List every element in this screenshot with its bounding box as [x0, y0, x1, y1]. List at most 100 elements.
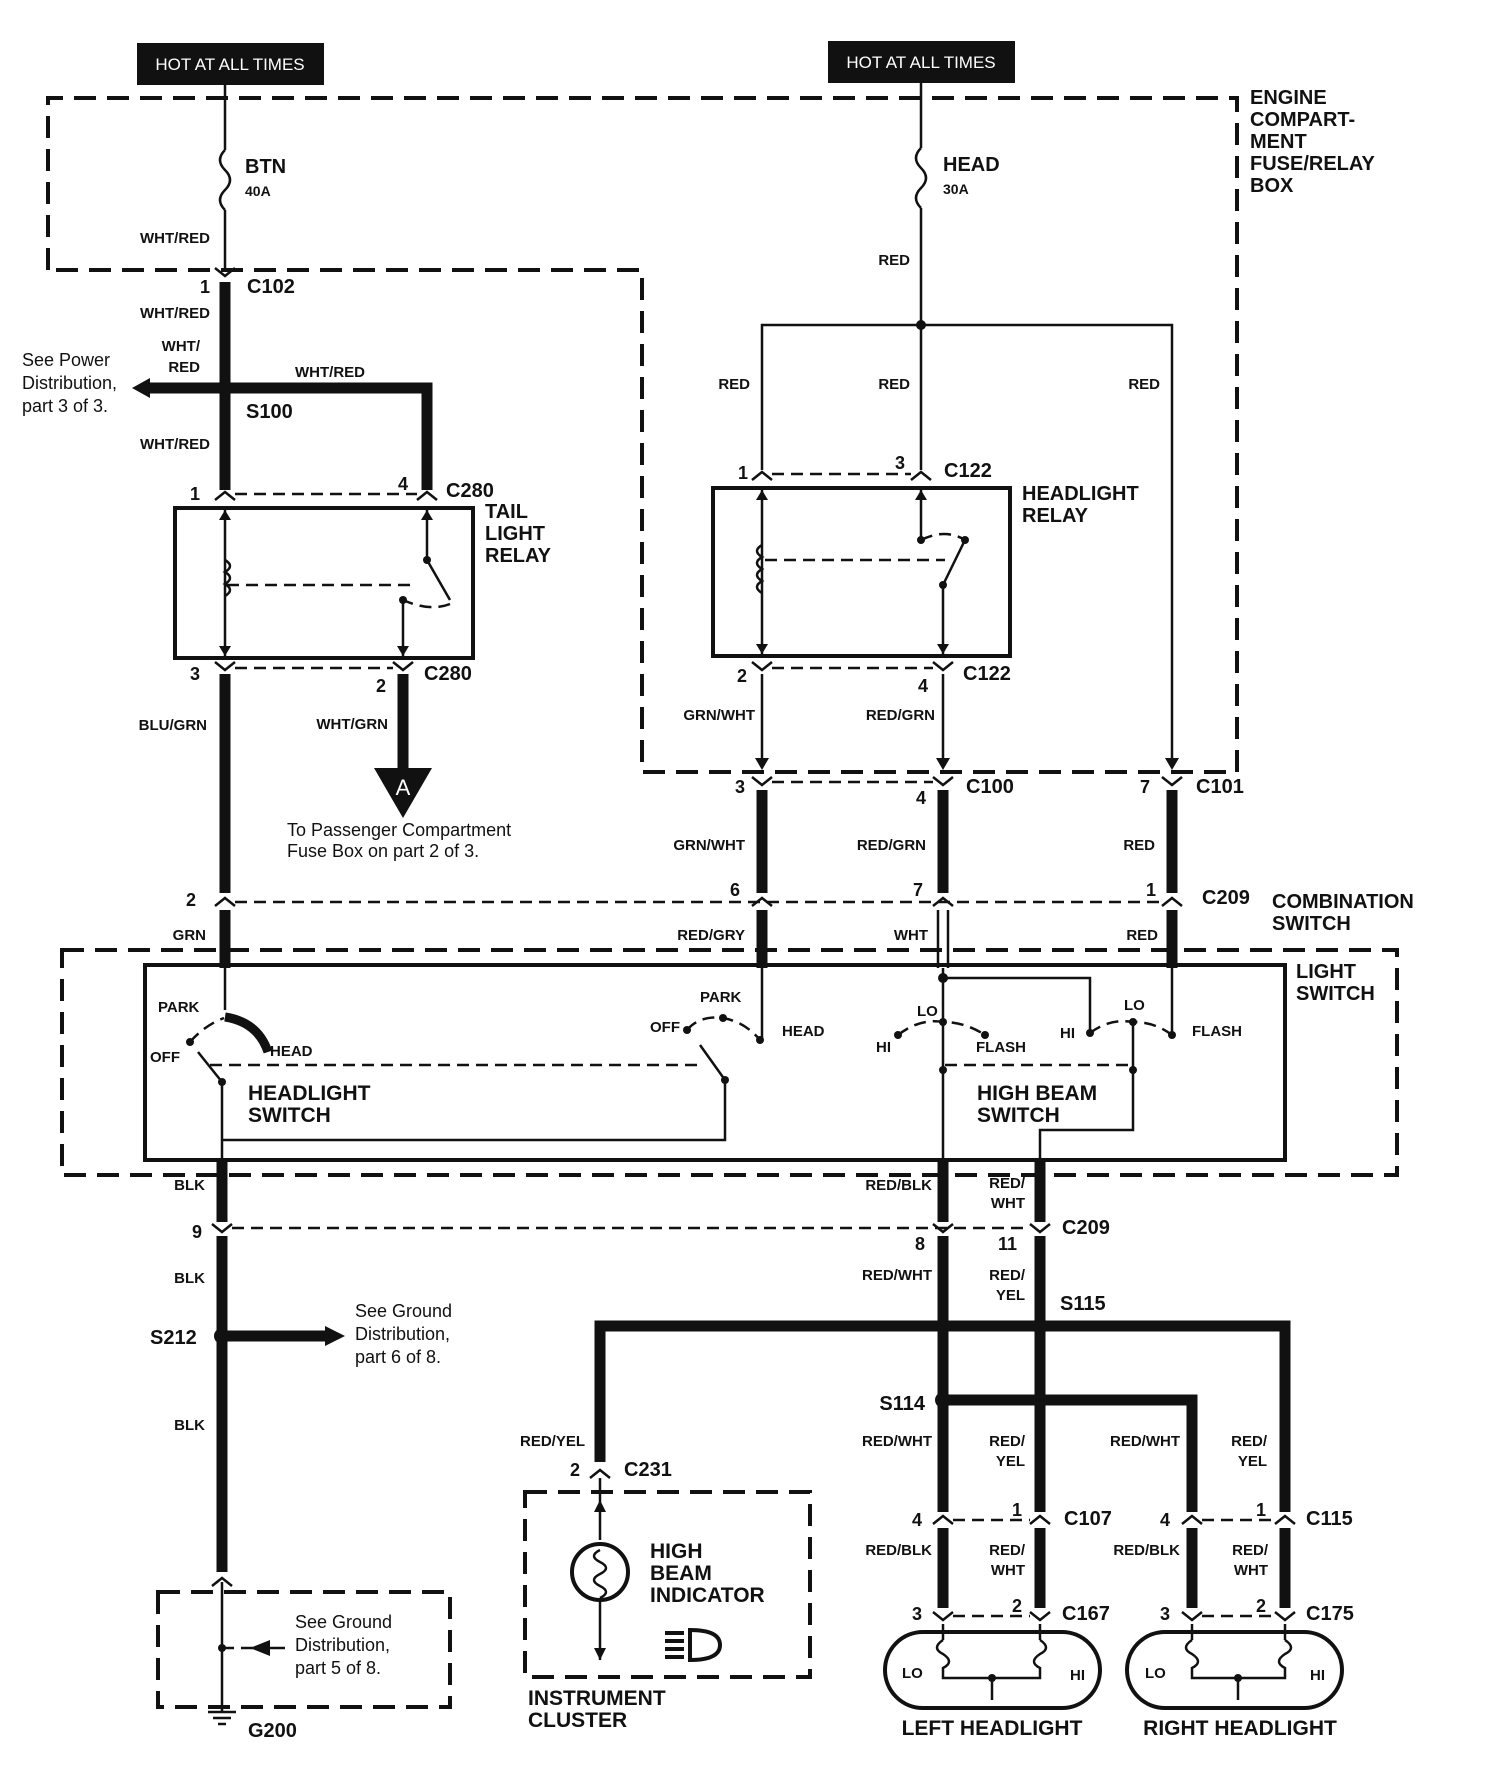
- connector-icon: [1161, 896, 1183, 907]
- relay-link-dashline: [920, 532, 966, 542]
- pin-number: 1: [190, 484, 200, 504]
- wire-label: RED/BLK: [1113, 1542, 1180, 1559]
- svg-text:INSTRUMENT: INSTRUMENT: [528, 1687, 666, 1710]
- s115-label: S115: [1060, 1293, 1106, 1315]
- pin-number: 1: [1146, 880, 1156, 900]
- switch-label: PARK: [700, 989, 742, 1006]
- g200-label: G200: [248, 1720, 297, 1742]
- wire-label: RED/WHT: [862, 1267, 932, 1284]
- wire-label: WHT/GRN: [316, 716, 388, 733]
- ground-distribution-note-6: See Ground Distribution, part 6 of 8.: [355, 1301, 452, 1367]
- coil-icon: [222, 558, 232, 598]
- arrow-up-icon: [421, 510, 433, 520]
- red-distribution-wire: [760, 323, 1174, 762]
- wire-label: BLK: [174, 1270, 205, 1287]
- bulb-filament-icon: [592, 1548, 608, 1600]
- pin-number: 4: [1160, 1510, 1170, 1530]
- wire-label: RED: [878, 376, 910, 393]
- coil-icon: [755, 543, 765, 595]
- switch-return-wire: [222, 1080, 727, 1142]
- switch-position-dashline: [189, 1016, 225, 1043]
- connector-icon: [751, 661, 773, 672]
- marker-a-letter: A: [396, 775, 411, 800]
- svg-text:Distribution,: Distribution,: [22, 373, 117, 393]
- c115-label: C115: [1306, 1508, 1353, 1530]
- svg-text:To Passenger Compartment: To Passenger Compartment: [287, 820, 511, 840]
- svg-text:Distribution,: Distribution,: [295, 1635, 390, 1655]
- headlight-switch-arm-2: [698, 1044, 727, 1081]
- headlight-switch-contact-arc: [224, 1012, 273, 1054]
- switch-label: HI: [1060, 1025, 1075, 1042]
- wire-label: RED/GRN: [857, 837, 926, 854]
- connector-icon: [932, 776, 954, 787]
- svg-text:LIGHT: LIGHT: [1296, 961, 1356, 983]
- pin-number: 3: [912, 1604, 922, 1624]
- wire-label: RED: [878, 252, 910, 269]
- svg-text:See Power: See Power: [22, 350, 110, 370]
- svg-text:part 6 of 8.: part 6 of 8.: [355, 1347, 441, 1367]
- pin-number: 1: [1012, 1500, 1022, 1520]
- hi-filament-label: HI: [1310, 1667, 1325, 1684]
- arrow-down-icon: [594, 1648, 606, 1660]
- high-beam-indicator-label: HIGH BEAM INDICATOR: [650, 1540, 765, 1607]
- switch-label: OFF: [150, 1049, 180, 1066]
- connector-icon: [211, 1576, 233, 1587]
- hot-banner-left-text: HOT AT ALL TIMES: [155, 55, 304, 74]
- wire-label: BLU/GRN: [139, 717, 207, 734]
- pin-number: 7: [1140, 777, 1150, 797]
- svg-text:CLUSTER: CLUSTER: [528, 1709, 627, 1732]
- switch-label: PARK: [158, 999, 200, 1016]
- pin-number: 9: [192, 1222, 202, 1242]
- c175-label: C175: [1306, 1603, 1354, 1625]
- wire-label: RED: [1128, 376, 1160, 393]
- lo-filament-label: LO: [1145, 1665, 1166, 1682]
- connector-icon: [1029, 1223, 1051, 1234]
- connector-icon: [589, 1468, 611, 1479]
- svg-text:BEAM: BEAM: [650, 1562, 712, 1585]
- arrow-left-icon: [325, 1326, 345, 1346]
- c167-label: C167: [1062, 1603, 1110, 1625]
- contact-dot: [719, 1014, 727, 1022]
- wire-label: WHT/RED: [295, 364, 365, 381]
- connector-icon: [910, 470, 932, 481]
- wire-label: RED/BLK: [865, 1542, 932, 1559]
- arrow-up-icon: [594, 1500, 606, 1512]
- svg-text:See Ground: See Ground: [355, 1301, 452, 1321]
- wire-label: RED/: [989, 1542, 1026, 1559]
- pin-number: 1: [738, 463, 748, 483]
- high-beam-indicator-bulb-icon: [570, 1542, 630, 1602]
- connector-icon: [1181, 1611, 1203, 1622]
- btn-fuse-icon: [218, 149, 232, 211]
- svg-text:SWITCH: SWITCH: [1296, 983, 1375, 1005]
- arrow-down-icon: [936, 758, 950, 770]
- pin-number: 4: [912, 1510, 922, 1530]
- pin-number: 2: [186, 890, 196, 910]
- wire-label: RED/GRN: [866, 707, 935, 724]
- svg-text:part 5 of 8.: part 5 of 8.: [295, 1658, 381, 1678]
- pin-number: 7: [913, 880, 923, 900]
- arrow-down-icon: [1165, 758, 1179, 770]
- instrument-cluster-outline: [523, 1490, 812, 1679]
- head-fuse-rating: 30A: [943, 181, 969, 197]
- c100-label: C100: [966, 776, 1014, 798]
- connector-icon: [214, 896, 236, 907]
- svg-text:COMBINATION: COMBINATION: [1272, 891, 1414, 913]
- svg-text:See Ground: See Ground: [295, 1612, 392, 1632]
- s212-label: S212: [150, 1327, 197, 1349]
- svg-text:Fuse Box on part 2 of 3.: Fuse Box on part 2 of 3.: [287, 841, 479, 861]
- pin-number: 2: [1012, 1596, 1022, 1616]
- wire-label: WHT: [991, 1562, 1025, 1579]
- hi-filament-label: HI: [1070, 1667, 1085, 1684]
- c280-top-label: C280: [446, 480, 494, 502]
- c209-bottom-label: C209: [1062, 1217, 1110, 1239]
- connector-icon: [1029, 1514, 1051, 1525]
- c122-top-label: C122: [944, 460, 992, 482]
- redyel-to-right-headlight-wire: [1040, 1320, 1291, 1512]
- svg-text:ENGINE: ENGINE: [1250, 87, 1327, 109]
- ground-distribution-note-5: See Ground Distribution, part 5 of 8.: [295, 1612, 392, 1678]
- pin-number: 2: [570, 1460, 580, 1480]
- hot-banner-left: HOT AT ALL TIMES: [137, 43, 324, 85]
- wire-label: RED: [718, 376, 750, 393]
- arrow-up-icon: [756, 490, 768, 500]
- headlight-switch-label: HEADLIGHT SWITCH: [248, 1082, 371, 1127]
